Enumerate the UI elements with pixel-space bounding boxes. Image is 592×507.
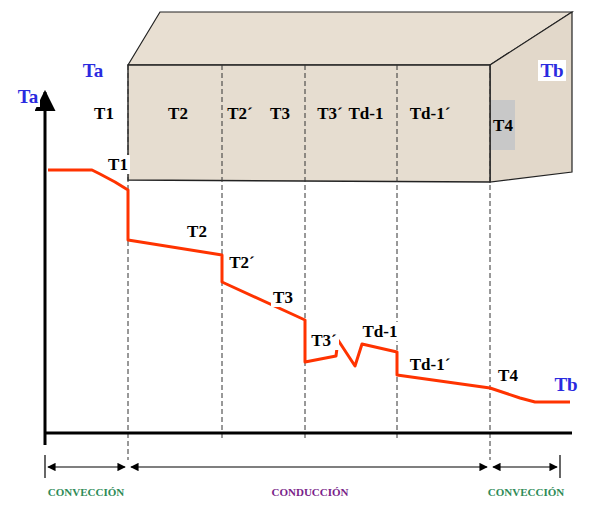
temperature-label: Tb — [552, 374, 579, 395]
temperature-label: T3´ — [315, 104, 345, 123]
mode-label: CONDUCCIÓN — [270, 486, 351, 499]
temperature-label: T3´ — [309, 331, 339, 350]
mode-label: CONVECCIÓN — [46, 486, 126, 499]
temperature-label: T3 — [271, 288, 295, 307]
x-axis — [45, 432, 572, 435]
temperature-label: T4 — [491, 116, 515, 135]
temperature-label: Td-1 — [361, 322, 400, 341]
wall-layer — [491, 100, 515, 150]
temperature-label: Td-1´ — [408, 355, 453, 374]
division-lines — [128, 65, 490, 460]
temperature-profile — [48, 170, 570, 402]
dimension-arrows — [45, 455, 560, 478]
temperature-label: Tb — [538, 60, 565, 81]
temperature-label: T1 — [106, 155, 130, 174]
wall-front — [128, 65, 490, 182]
temperature-label: T1 — [92, 104, 116, 123]
temperature-label: T2´ — [227, 253, 257, 272]
temperature-label: Ta — [81, 60, 105, 81]
temperature-label: T3 — [268, 104, 292, 123]
mode-label: CONVECCIÓN — [486, 486, 566, 499]
temperature-label: T2 — [166, 104, 190, 123]
y-axis — [44, 92, 47, 445]
temperature-label: T2´ — [225, 104, 255, 123]
temperature-label: T4 — [496, 366, 520, 385]
temperature-label: T2 — [185, 222, 209, 241]
temperature-label: Td-1 — [347, 104, 386, 123]
temperature-label: Td-1´ — [408, 104, 453, 123]
temperature-label: Ta — [16, 86, 40, 107]
wall-side — [490, 12, 572, 182]
